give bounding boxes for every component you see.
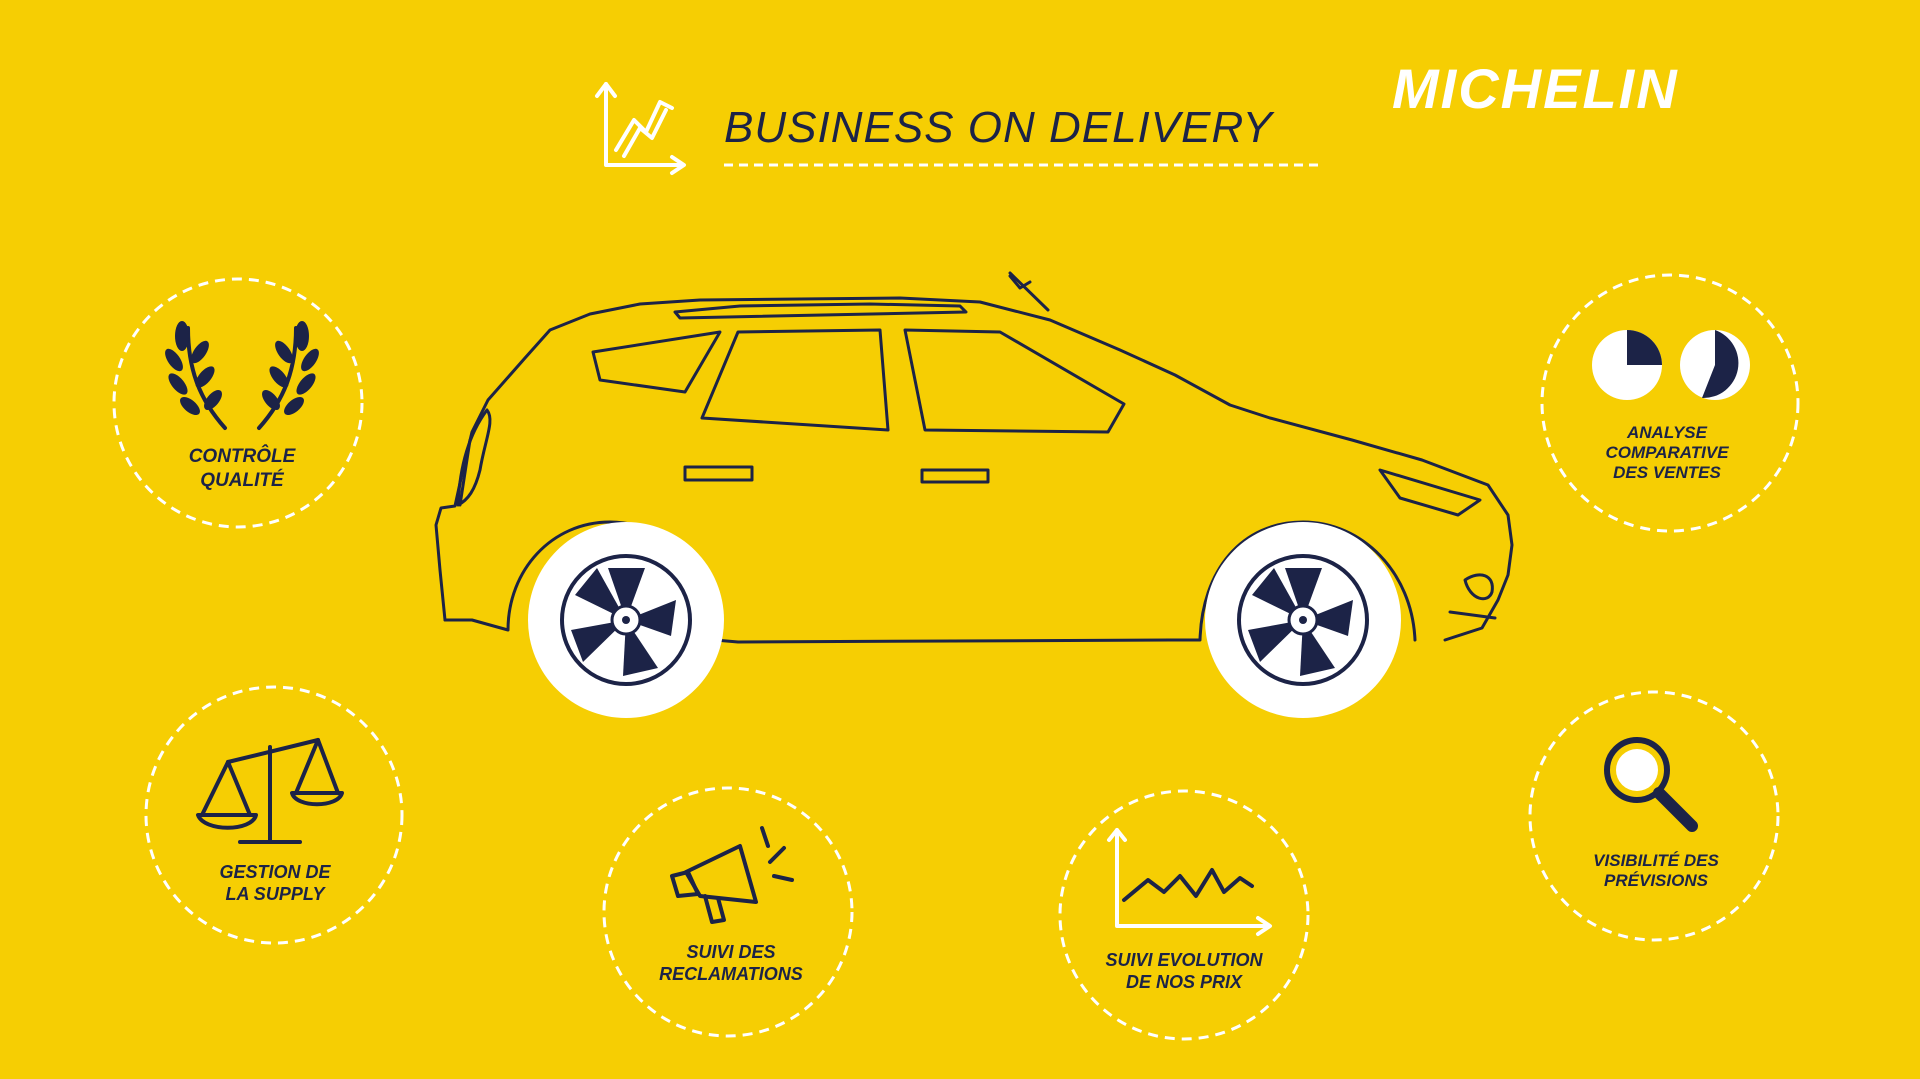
balance-scale-icon (196, 738, 344, 844)
feature-label-line: SUIVI DES (686, 942, 775, 962)
feature-label-line: LA SUPPLY (225, 884, 326, 904)
car-outline (434, 271, 1514, 644)
feature-label-line: QUALITÉ (200, 469, 285, 491)
feature-visibilite-previsions: VISIBILITÉ DES PRÉVISIONS (1528, 690, 1780, 942)
feature-label-line: GESTION DE (219, 862, 331, 882)
laurel-wreath-icon (165, 321, 319, 430)
rear-wheel (528, 522, 724, 718)
feature-label-line: DE NOS PRIX (1126, 972, 1243, 992)
pie-comparison-icon (1592, 330, 1750, 400)
feature-label-line: PRÉVISIONS (1604, 871, 1709, 890)
feature-label-line: ANALYSE (1626, 423, 1708, 442)
feature-label-line: VISIBILITÉ DES (1593, 851, 1719, 870)
megaphone-icon (670, 826, 794, 924)
page-title: BUSINESS ON DELIVERY (724, 103, 1275, 152)
growth-chart-icon (595, 82, 686, 175)
feature-suivi-prix: SUIVI EVOLUTION DE NOS PRIX (1058, 789, 1310, 1041)
feature-label-line: COMPARATIVE (1605, 443, 1729, 462)
feature-gestion-supply: GESTION DE LA SUPPLY (144, 685, 404, 945)
feature-label-line: RECLAMATIONS (659, 964, 803, 984)
feature-label-line: DES VENTES (1613, 463, 1721, 482)
feature-suivi-reclamations: SUIVI DES RECLAMATIONS (602, 786, 854, 1038)
line-chart-icon (1107, 828, 1272, 936)
front-wheel (1205, 522, 1401, 718)
feature-analyse-ventes: ANALYSE COMPARATIVE DES VENTES (1540, 273, 1800, 533)
feature-label-line: SUIVI EVOLUTION (1105, 950, 1263, 970)
feature-controle-qualite: CONTRÔLE QUALITÉ (112, 277, 364, 529)
brand-logo: MICHELIN (1392, 57, 1679, 120)
magnifier-icon (1604, 737, 1698, 832)
feature-label-line: CONTRÔLE (189, 445, 297, 467)
